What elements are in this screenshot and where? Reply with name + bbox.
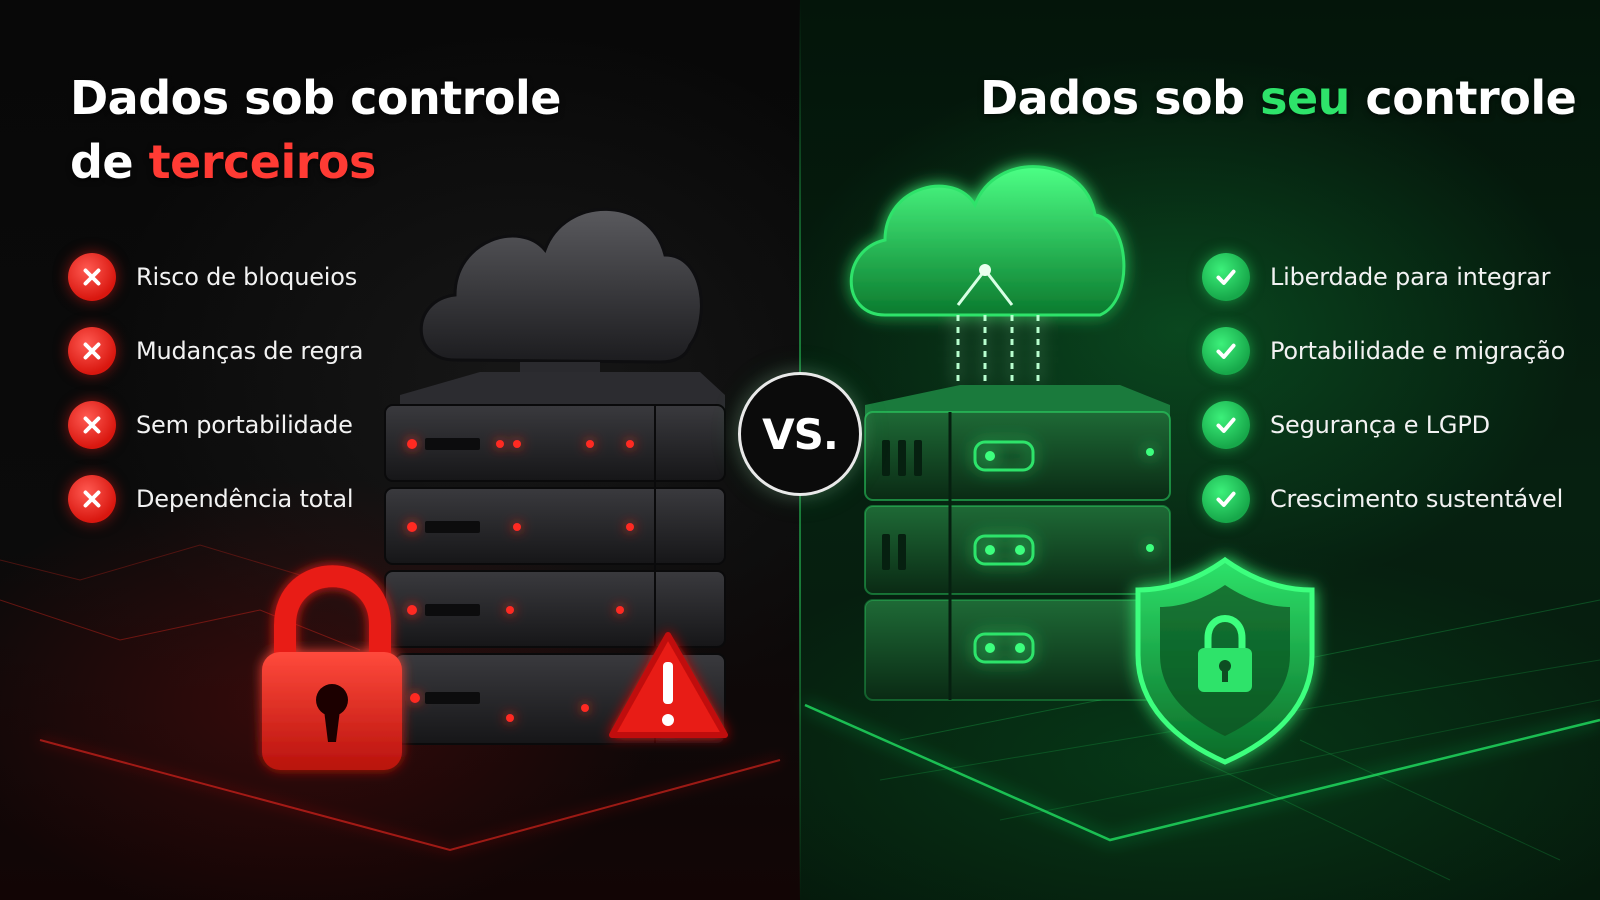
dark-server-stack bbox=[384, 372, 726, 745]
list-item-label: Mudanças de regra bbox=[136, 337, 364, 365]
list-item: Segurança e LGPD bbox=[1202, 388, 1565, 462]
list-item-label: Segurança e LGPD bbox=[1270, 411, 1490, 439]
vs-badge: VS. bbox=[738, 372, 862, 496]
green-server-stack bbox=[864, 385, 1171, 701]
x-icon bbox=[68, 401, 116, 449]
right-panel-title: Dados sob seu controle bbox=[980, 66, 1580, 130]
green-cloud-icon bbox=[849, 165, 1126, 385]
dark-cloud-icon bbox=[419, 207, 703, 378]
shield-lock-icon bbox=[1135, 556, 1315, 765]
list-item-label: Liberdade para integrar bbox=[1270, 263, 1551, 291]
right-title-suffix: controle bbox=[1349, 71, 1577, 125]
check-icon bbox=[1202, 253, 1250, 301]
x-icon bbox=[68, 475, 116, 523]
left-panel-title: Dados sob controle de terceiros bbox=[70, 66, 630, 194]
right-title-accent: seu bbox=[1260, 71, 1350, 125]
list-item-label: Dependência total bbox=[136, 485, 354, 513]
list-item-label: Portabilidade e migração bbox=[1270, 337, 1566, 365]
list-item-label: Sem portabilidade bbox=[136, 411, 353, 439]
x-icon bbox=[68, 327, 116, 375]
list-item: Dependência total bbox=[68, 462, 363, 536]
right-benefits-list: Liberdade para integrar Portabilidade e … bbox=[1202, 240, 1565, 536]
list-item-label: Risco de bloqueios bbox=[136, 263, 358, 291]
vs-label: VS. bbox=[762, 409, 839, 459]
list-item: Sem portabilidade bbox=[68, 388, 363, 462]
left-title-line1: Dados sob controle bbox=[70, 71, 561, 125]
left-floor-grid bbox=[0, 544, 781, 852]
right-floor-grid bbox=[804, 599, 1600, 881]
left-drawbacks-list: Risco de bloqueios Mudanças de regra Sem… bbox=[68, 240, 363, 536]
list-item-label: Crescimento sustentável bbox=[1270, 485, 1564, 513]
list-item: Liberdade para integrar bbox=[1202, 240, 1565, 314]
warning-icon bbox=[609, 632, 728, 738]
check-icon bbox=[1202, 327, 1250, 375]
list-item: Risco de bloqueios bbox=[68, 240, 363, 314]
check-icon bbox=[1202, 475, 1250, 523]
list-item: Mudanças de regra bbox=[68, 314, 363, 388]
x-icon bbox=[68, 253, 116, 301]
check-icon bbox=[1202, 401, 1250, 449]
list-item: Crescimento sustentável bbox=[1202, 462, 1565, 536]
right-title-prefix: Dados sob bbox=[980, 71, 1261, 125]
red-padlock-icon bbox=[262, 565, 402, 770]
list-item: Portabilidade e migração bbox=[1202, 314, 1565, 388]
left-title-line2-prefix: de bbox=[70, 135, 149, 189]
left-title-accent: terceiros bbox=[148, 135, 377, 189]
